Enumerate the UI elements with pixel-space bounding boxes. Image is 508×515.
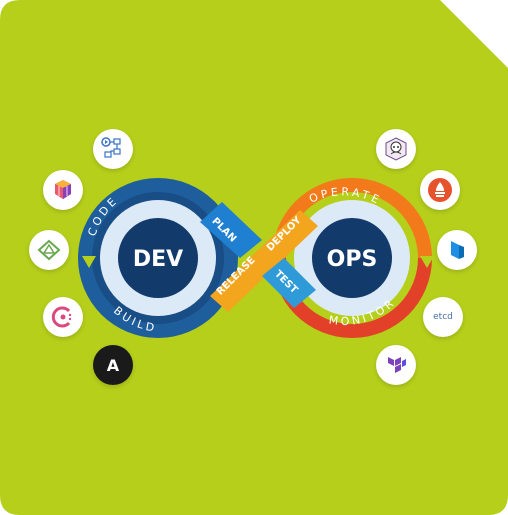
prometheus-icon — [420, 170, 460, 210]
terraform-icon — [376, 345, 416, 385]
ops-ring-top — [272, 178, 432, 258]
packer-icon — [437, 230, 477, 270]
ops-label: OPS — [327, 247, 378, 272]
cross-band-plan — [200, 202, 262, 258]
cross-band-release-deploy — [210, 210, 318, 312]
triangle-logo-icon — [29, 230, 69, 270]
pipeline-icon — [93, 129, 133, 169]
ops-core — [312, 218, 392, 298]
dev-label: DEV — [133, 247, 183, 272]
consul-icon — [43, 297, 83, 337]
cross-band-test — [262, 258, 316, 308]
ops-ring-bottom — [272, 258, 432, 338]
cube-cluster-icon — [43, 170, 83, 210]
dev-core — [118, 218, 198, 298]
octocat-icon — [376, 129, 416, 169]
ansible-icon: A — [93, 345, 133, 385]
etcd-icon: etcd — [423, 297, 463, 337]
dev-arrow-left — [82, 256, 96, 268]
ansible-letter: A — [107, 356, 120, 375]
etcd-label: etcd — [433, 312, 453, 322]
ops-arrow-right — [420, 256, 434, 268]
